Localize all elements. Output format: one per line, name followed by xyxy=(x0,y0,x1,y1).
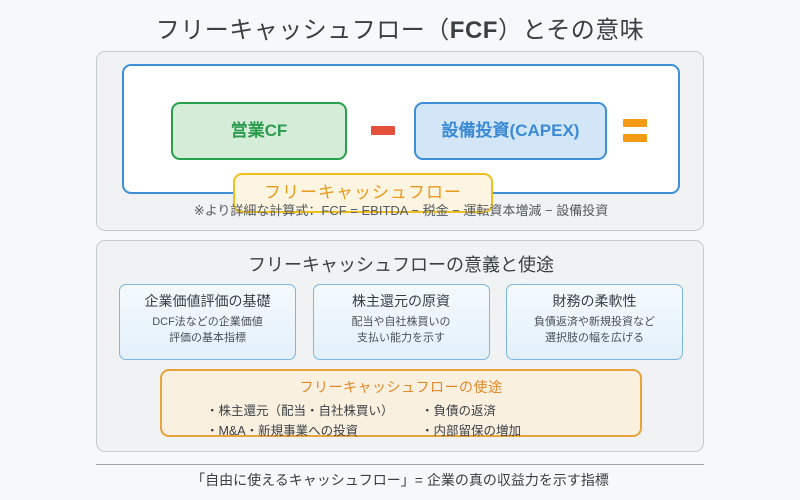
card-title: 株主還元の原資 xyxy=(352,293,450,309)
node-free-cashflow: フリーキャッシュフロー xyxy=(233,173,493,213)
card-body-line: 選択肢の幅を広げる xyxy=(545,331,644,344)
uses-item: ・内部留保の増加 xyxy=(421,424,522,438)
page-title-after: ）とその意味 xyxy=(497,17,645,44)
node-operating-cashflow: 営業CF xyxy=(171,102,347,160)
meaning-card-list: 企業価値評価の基礎 DCF法などの企業価値 評価の基本指標 株主還元の原資 配当… xyxy=(119,284,683,360)
card-body-line: DCF法などの企業価値 xyxy=(152,315,263,328)
uses-column-right: ・負債の返済 ・内部留保の増加 xyxy=(421,401,636,441)
card-body: 配当や自社株買いの 支払い能力を示す xyxy=(314,315,489,347)
uses-item: ・負債の返済 xyxy=(421,404,497,418)
page-title-before: フリーキャッシュフロー（ xyxy=(155,17,450,44)
formula-note: ※より詳細な計算式：FCF = EBITDA − 税金 − 運転資本増減 − 設… xyxy=(193,203,609,218)
equals-operator-icon xyxy=(623,119,647,143)
footer-caption: 「自由に使えるキャッシュフロー」= 企業の真の収益力を示す指標 xyxy=(191,472,609,488)
page-title: フリーキャッシュフロー（FCF）とその意味 xyxy=(0,10,800,45)
card-body-line: 配当や自社株買いの xyxy=(351,315,451,328)
uses-columns: ・株主還元（配当・自社株買い） ・M&A・新規事業への投資 ・負債の返済 ・内部… xyxy=(162,401,640,441)
card-financial-flexibility: 財務の柔軟性 負債返済や新規投資など 選択肢の幅を広げる xyxy=(506,284,683,360)
uses-column-left: ・株主還元（配当・自社株買い） ・M&A・新規事業への投資 xyxy=(206,401,421,441)
card-shareholder-return: 株主還元の原資 配当や自社株買いの 支払い能力を示す xyxy=(312,284,490,360)
formula-panel: 営業CF 設備投資(CAPEX) フリーキャッシュフロー ※より詳細な計算式：F… xyxy=(96,51,704,231)
footer-divider xyxy=(96,464,704,465)
card-corporate-valuation: 企業価値評価の基礎 DCF法などの企業価値 評価の基本指標 xyxy=(119,284,296,360)
card-body-line: 支払い能力を示す xyxy=(357,331,445,344)
uses-title: フリーキャッシュフローの使途 xyxy=(299,379,503,395)
meaning-heading: フリーキャッシュフローの意義と使途 xyxy=(248,255,554,275)
uses-box: フリーキャッシュフローの使途 ・株主還元（配当・自社株買い） ・M&A・新規事業… xyxy=(160,369,642,438)
card-title: 企業価値評価の基礎 xyxy=(144,293,271,309)
formula-diagram: 営業CF 設備投資(CAPEX) フリーキャッシュフロー xyxy=(122,64,680,213)
card-body: 負債返済や新規投資など 選択肢の幅を広げる xyxy=(507,315,682,347)
card-body: DCF法などの企業価値 評価の基本指標 xyxy=(120,315,295,347)
minus-operator-icon xyxy=(371,126,395,135)
page-title-emphasis: FCF xyxy=(449,17,498,44)
uses-item: ・株主還元（配当・自社株買い） xyxy=(206,404,394,418)
card-body-line: 評価の基本指標 xyxy=(169,331,246,344)
card-body-line: 負債返済や新規投資など xyxy=(534,315,655,328)
meaning-panel: フリーキャッシュフローの意義と使途 企業価値評価の基礎 DCF法などの企業価値 … xyxy=(96,240,704,452)
node-capex: 設備投資(CAPEX) xyxy=(414,102,607,160)
card-title: 財務の柔軟性 xyxy=(552,293,637,309)
uses-item: ・M&A・新規事業への投資 xyxy=(206,424,359,438)
